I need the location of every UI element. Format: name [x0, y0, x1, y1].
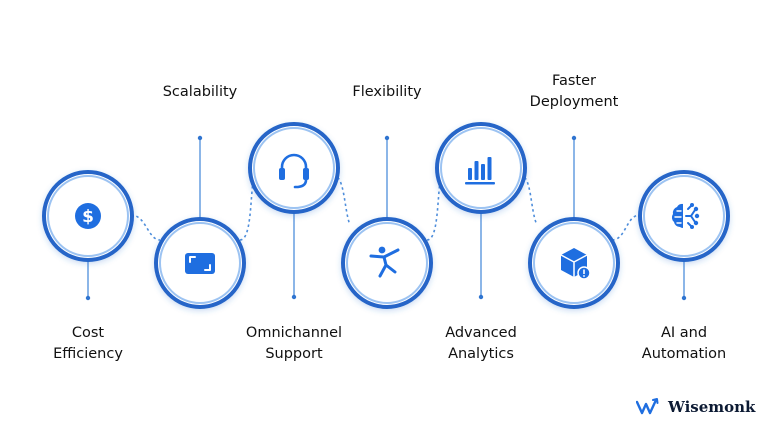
connector-3	[332, 174, 351, 226]
node-omnichannel	[248, 122, 340, 214]
leader-lines	[87, 138, 685, 298]
headset-icon	[279, 153, 309, 189]
connector-5	[519, 174, 538, 226]
connector-6	[611, 214, 641, 241]
connector-1	[130, 214, 161, 241]
label-scalability: Scalability	[162, 84, 238, 100]
stretching-person-icon	[369, 246, 400, 278]
svg-text:$: $	[82, 207, 94, 227]
node-automation	[638, 170, 730, 262]
brand-name: Wisemonk	[668, 398, 756, 416]
scale-frame-icon	[185, 253, 215, 274]
ai-brain-icon	[671, 203, 700, 229]
bar-chart-icon	[465, 157, 495, 185]
package-alert-icon	[560, 248, 591, 280]
dollar-coin-icon: $	[75, 203, 101, 229]
brand-logo: Wisemonk	[636, 397, 755, 417]
leader-dots	[85, 135, 687, 301]
label-flexibility: Flexibility	[352, 84, 422, 100]
wisemonk-logo-icon	[636, 398, 659, 415]
